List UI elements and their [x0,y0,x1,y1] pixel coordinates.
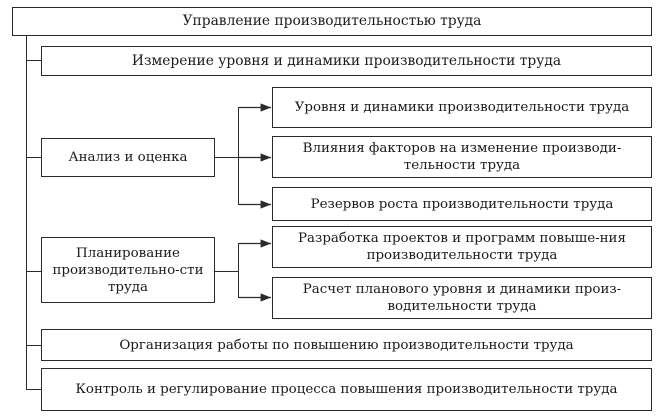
root-box: Управление производительностью труда [12,7,652,36]
analysis-factors-box: Влияния факторов на изменение производи-… [272,136,652,178]
analysis-level-box: Уровня и динамики производительности тру… [272,87,652,128]
planning-branch-spine [238,243,240,298]
analysis-box: Анализ и оценка [41,138,215,177]
planning-calculation-box: Расчет планового уровня и динамики произ… [272,277,652,319]
analysis-reserves-box: Резервов роста производительности труда [272,187,652,221]
connector-control [26,389,41,391]
main-spine-line [26,35,28,390]
connector-measurement [26,60,41,62]
analysis-branch-stem [214,157,239,159]
connector-planning [26,271,41,273]
planning-branch-stem [214,271,239,273]
planning-box: Планирование производительно-сти труда [41,237,215,303]
organization-box: Организация работы по повышению производ… [41,329,652,361]
planning-projects-box: Разработка проектов и программ повыше-ни… [272,226,652,268]
analysis-branch-spine [238,107,240,205]
measurement-box: Измерение уровня и динамики производител… [41,46,652,76]
connector-analysis [26,157,41,159]
control-box: Контроль и регулирование процесса повыше… [41,368,652,411]
connector-organization [26,345,41,347]
